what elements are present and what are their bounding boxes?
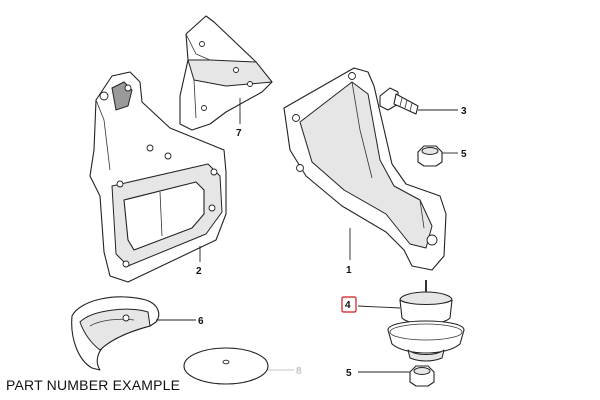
leader-4 bbox=[357, 305, 401, 309]
callout-2[interactable]: 2 bbox=[196, 266, 202, 277]
part-4-engine-mount[interactable] bbox=[387, 280, 465, 362]
callout-8[interactable]: 8 bbox=[296, 366, 302, 377]
part-3-bolt[interactable] bbox=[379, 87, 419, 115]
callout-4-highlight bbox=[341, 296, 357, 313]
callout-3[interactable]: 3 bbox=[461, 106, 467, 117]
callout-5-top[interactable]: 5 bbox=[461, 149, 467, 160]
part-7-bracket[interactable] bbox=[179, 15, 273, 131]
callout-6[interactable]: 6 bbox=[198, 316, 204, 327]
callout-7[interactable]: 7 bbox=[236, 128, 242, 139]
callout-4[interactable]: 4 bbox=[345, 300, 351, 311]
part-6-heat-shield[interactable] bbox=[71, 296, 160, 371]
part-5-nut-bottom[interactable] bbox=[409, 365, 435, 387]
part-8-washer[interactable] bbox=[183, 347, 269, 385]
part-1-mount-arm[interactable] bbox=[283, 67, 447, 271]
part-5-nut-top[interactable] bbox=[417, 145, 443, 167]
callout-5-bottom[interactable]: 5 bbox=[346, 368, 352, 379]
callout-1[interactable]: 1 bbox=[346, 265, 352, 276]
part-number-caption: PART NUMBER EXAMPLE bbox=[6, 377, 181, 393]
part-2-bracket[interactable] bbox=[89, 71, 227, 283]
